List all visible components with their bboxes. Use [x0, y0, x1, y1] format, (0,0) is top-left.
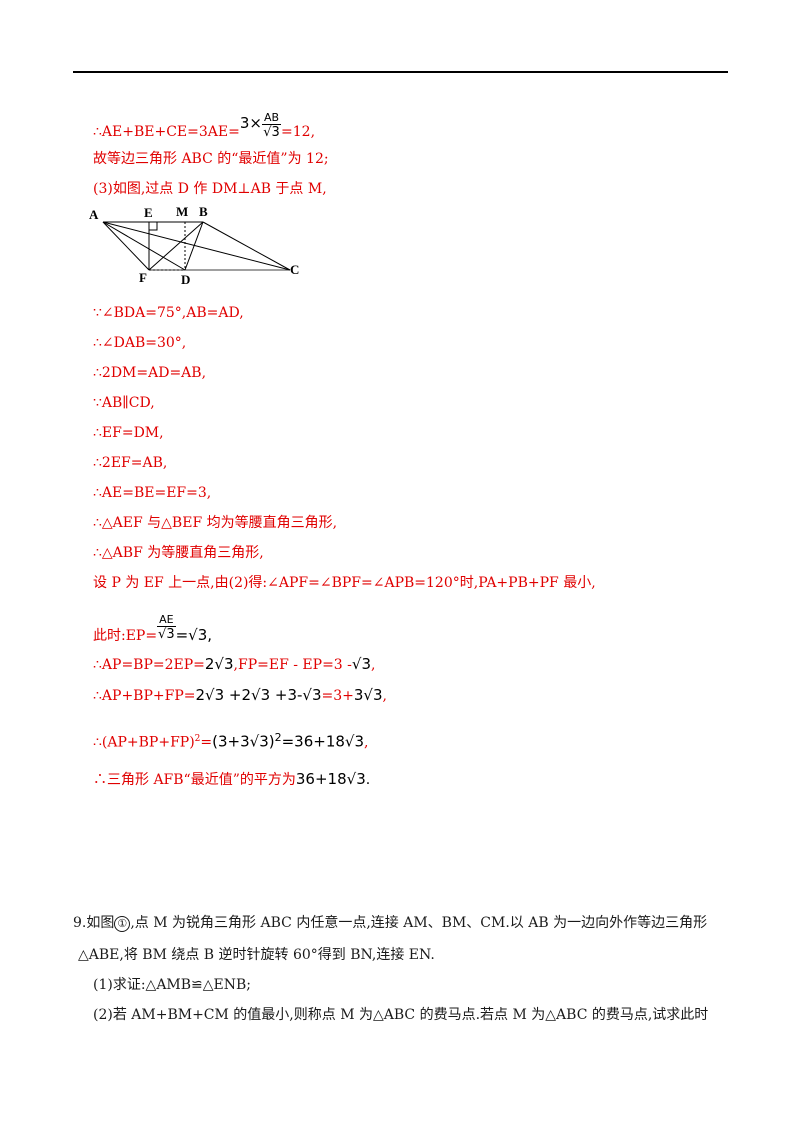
solution-line-18: ∴三角形 AFB“最近值”的平方为36+18√3.: [93, 770, 370, 789]
segment-AD: [102, 221, 186, 271]
label-M: M: [176, 204, 188, 219]
l1-frac-num: AB: [261, 111, 282, 125]
question-9-line-2: △ABE,将 BM 绕点 B 逆时针旋转 60°得到 BN,连接 EN.: [78, 947, 435, 963]
segment-AF: [102, 221, 150, 271]
solution-line-17: ∴(AP+BP+FP)2=(3+3√3)2=36+18√3,: [93, 729, 368, 752]
l17-prefix: ∴(AP+BP+FP): [93, 734, 195, 751]
l15-mid: ,FP=EF - EP=3 -: [233, 657, 352, 673]
l16-expr: 2√3 +2√3 +3-√3: [195, 686, 322, 704]
solution-line-6: ∴2DM=AD=AB,: [93, 365, 207, 381]
question-9-part-1: (1)求证:△AMB≌△ENB;: [93, 977, 252, 993]
l17-result: =36+18√3: [281, 732, 365, 751]
segment-BC: [202, 221, 291, 271]
solution-line-12: ∴△ABF 为等腰直角三角形,: [93, 545, 264, 561]
circled-one-icon: ①: [114, 916, 131, 932]
label-B: B: [199, 204, 208, 219]
l14-fraction: AE√3: [157, 613, 176, 643]
solution-line-16: ∴AP+BP+FP=2√3 +2√3 +3-√3=3+3√3,: [93, 686, 387, 705]
solution-line-2: 故等边三角形 ABC 的“最近值”为 12;: [93, 151, 329, 167]
right-angle-mark: [149, 222, 158, 231]
segment-FB: [148, 221, 204, 271]
label-D: D: [181, 272, 190, 287]
solution-line-9: ∴2EF=AB,: [93, 455, 168, 471]
l15-prefix: ∴AP=BP=2EP=: [93, 657, 205, 673]
l14-frac-den: √3: [158, 627, 175, 642]
label-C: C: [290, 262, 299, 277]
l17-end: ,: [364, 734, 369, 751]
solution-line-13: 设 P 为 EF 上一点,由(2)得:∠APF=∠BPF=∠APB=120°时,…: [93, 575, 596, 591]
solution-line-14: 此时:EP=AE√3=√3,: [93, 613, 213, 651]
solution-line-10: ∴AE=BE=EF=3,: [93, 485, 212, 501]
l18-end: .: [365, 772, 371, 788]
l18-val: 36+18√3: [295, 770, 366, 788]
l1-prefix: ∴AE+BE+CE=3AE=: [93, 124, 240, 140]
l16-val: 3√3: [353, 686, 383, 704]
solution-line-3: (3)如图,过点 D 作 DM⊥AB 于点 M,: [93, 181, 327, 197]
label-A: A: [89, 207, 99, 222]
l14-frac-num: AE: [157, 613, 176, 627]
solution-line-4: ∵∠BDA=75°,AB=AD,: [93, 305, 244, 321]
solution-line-15: ∴AP=BP=2EP=2√3,FP=EF - EP=3 -√3,: [93, 655, 375, 674]
l17-eq: =: [200, 734, 213, 751]
l16-end: ,: [382, 688, 387, 704]
geometry-figure: A E M B F D C: [89, 204, 299, 287]
solution-line-1: ∴AE+BE+CE=3AE=3×AB√3=12,: [93, 111, 316, 147]
l18-prefix: ∴三角形 AFB“最近值”的平方为: [93, 772, 296, 788]
l16-eq: =3+: [321, 688, 354, 704]
header-rule: [73, 71, 728, 73]
l1-suffix: =12,: [281, 124, 316, 140]
solution-line-7: ∵AB∥CD,: [93, 395, 155, 411]
solution-line-5: ∴∠DAB=30°,: [93, 335, 187, 351]
l16-prefix: ∴AP+BP+FP=: [93, 688, 196, 704]
l17-sup2: 2: [274, 731, 282, 744]
l14-eq: =√3,: [175, 626, 213, 644]
solution-line-8: ∴EF=DM,: [93, 425, 164, 441]
l14-prefix: 此时:EP=: [93, 628, 158, 644]
question-9-part-2: (2)若 AM+BM+CM 的值最小,则称点 M 为△ABC 的费马点.若点 M…: [93, 1007, 709, 1023]
l1-fraction: AB√3: [261, 111, 282, 141]
l17-expr: (3+3√3): [212, 732, 275, 751]
label-F: F: [139, 270, 147, 285]
q9-prefix: 9.如图: [73, 915, 115, 931]
solution-line-11: ∴△AEF 与△BEF 均为等腰直角三角形,: [93, 515, 338, 531]
l15-val1: 2√3: [204, 655, 234, 673]
segment-DB: [184, 221, 204, 271]
l1-coef: 3×: [239, 114, 262, 132]
segment-AC: [102, 221, 291, 271]
l15-end: ,: [371, 657, 376, 673]
l15-val2: √3: [351, 655, 371, 673]
l17-sup: 2: [194, 734, 201, 744]
label-E: E: [144, 205, 153, 220]
q9-text: ,点 M 为锐角三角形 ABC 内任意一点,连接 AM、BM、CM.以 AB 为…: [130, 915, 708, 931]
l1-frac-den: √3: [263, 125, 280, 140]
